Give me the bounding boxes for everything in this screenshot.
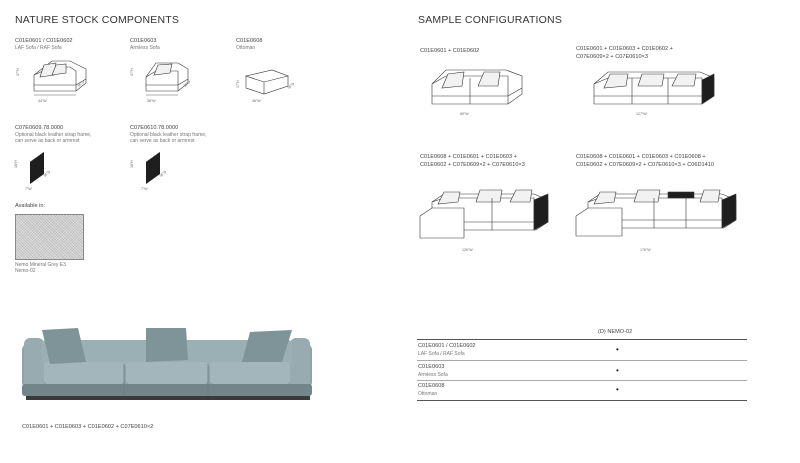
laf-sofa-illustration <box>22 55 102 103</box>
strap-frame-illustration <box>140 148 180 188</box>
config-code: C01E0608 + C01E0601 + C01E0603 + C01E060… <box>576 154 706 160</box>
fabric-swatch <box>15 214 84 260</box>
dim-height: 17"H <box>235 80 240 88</box>
dim-width: 89"W <box>460 112 469 116</box>
config-illustration <box>590 68 720 114</box>
availability-dot: • <box>616 345 619 354</box>
dim-width: 44"W <box>38 99 47 103</box>
available-label: Available in: <box>15 203 46 209</box>
config-illustration <box>418 186 552 244</box>
item-desc: can serve as back or armrest <box>130 138 195 144</box>
config-illustration <box>574 186 746 244</box>
strap-frame-illustration <box>24 148 64 188</box>
ottoman-illustration <box>242 66 302 102</box>
table-divider <box>417 360 747 361</box>
hero-caption: C01E0601 + C01E0603 + C01E0602 + C07E061… <box>22 424 154 430</box>
config-code: C01E0602 + C07E0609×2 + C07E0610×3 + C06… <box>576 162 714 168</box>
dim-width: 127"W <box>636 112 647 116</box>
table-row-desc: Armless Sofa <box>418 372 448 378</box>
dim-width: 7"W <box>25 187 32 191</box>
table-divider <box>417 339 747 340</box>
table-row-code: C01E0603 <box>418 364 445 370</box>
table-row-desc: LAF Sofa / RAF Sofa <box>418 351 465 357</box>
components-title: NATURE STOCK COMPONENTS <box>15 14 180 26</box>
dim-height: 37"H <box>129 68 134 76</box>
dim-height: 18"H <box>13 160 18 168</box>
availability-dot: • <box>616 385 619 394</box>
item-desc: Ottoman <box>236 45 256 51</box>
config-code: C01E0601 + C01E0603 + C01E0602 + <box>576 46 673 52</box>
config-code: C01E0601 + C01E0602 <box>420 48 480 54</box>
item-desc: Optional black leather strap frame, <box>15 132 92 138</box>
item-code: C01E0601 / C01E0602 <box>15 38 73 44</box>
item-desc: Armless Sofa <box>130 45 160 51</box>
dim-width: 38"W <box>147 99 156 103</box>
item-desc: can serve as back or armrest <box>15 138 80 144</box>
item-code: C07E0610.78.0000 <box>130 125 179 131</box>
item-desc: Optional black leather strap frame, <box>130 132 207 138</box>
config-code: C07E0609×2 + C07E0610×3 <box>576 54 649 60</box>
item-code: C07E0609.78.0000 <box>15 125 64 131</box>
sofa-photo <box>20 322 315 404</box>
availability-dot: • <box>616 366 619 375</box>
table-header: (D) NEMO-02 <box>598 329 633 335</box>
fabric-name: Nemo Mineral Grey E3 <box>15 262 66 268</box>
dim-height: 37"H <box>15 68 20 76</box>
config-code: C01E0608 + C01E0601 + C01E0603 + <box>420 154 517 160</box>
table-row-code: C01E0601 / C01E0602 <box>418 343 476 349</box>
armless-sofa-illustration <box>140 55 200 103</box>
fabric-code: Nemo-02 <box>15 268 36 274</box>
table-divider <box>417 380 747 381</box>
dim-width: 36"W <box>252 99 261 103</box>
table-row-desc: Ottoman <box>418 391 438 397</box>
item-code: C01E0603 <box>130 38 157 44</box>
table-divider <box>417 400 747 401</box>
dim-height: 18"H <box>129 160 134 168</box>
dim-width: 7"W <box>141 187 148 191</box>
config-illustration <box>428 66 528 112</box>
item-desc: LAF Sofa / RAF Sofa <box>15 45 62 51</box>
dim-width: 126"W <box>462 248 473 252</box>
dim-width: 176"W <box>640 248 651 252</box>
table-row-code: C01E0608 <box>418 383 445 389</box>
configurations-title: SAMPLE CONFIGURATIONS <box>418 14 563 26</box>
item-code: C01E0608 <box>236 38 263 44</box>
config-code: C01E0602 + C07E0609×2 + C07E0610×3 <box>420 162 525 168</box>
